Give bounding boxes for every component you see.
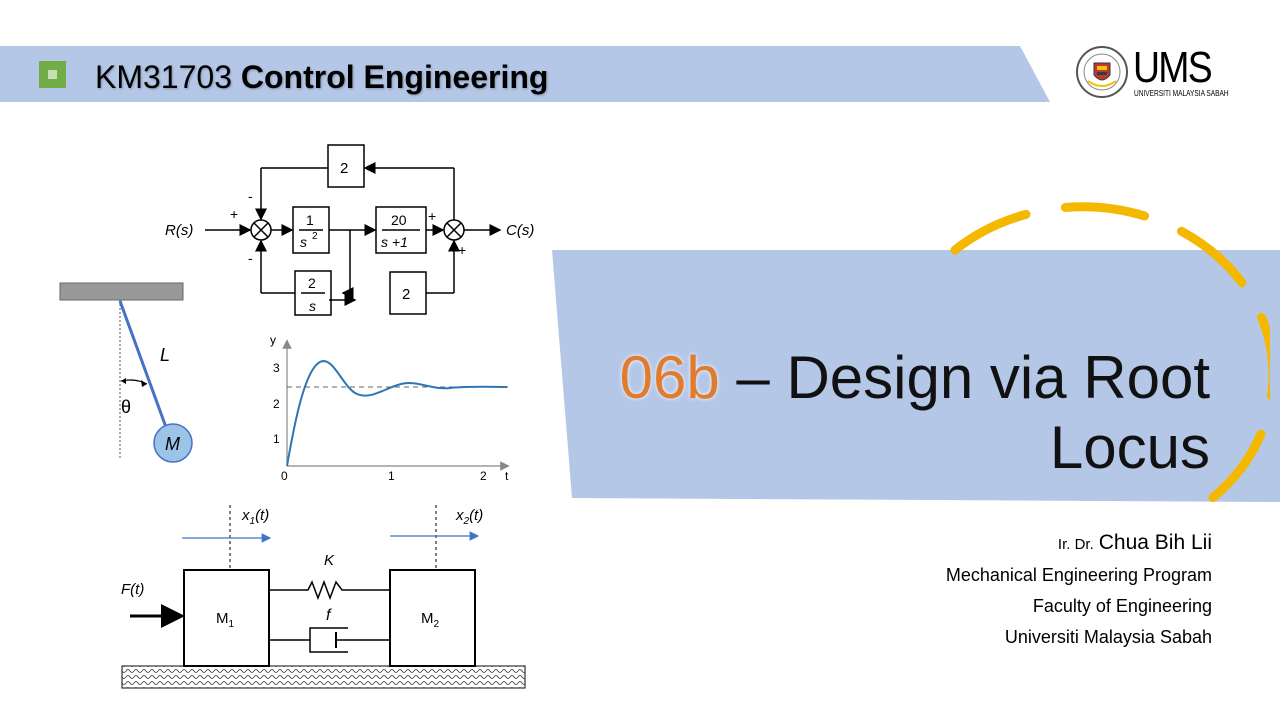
block3-numerator: 2 <box>308 275 316 291</box>
author-block: Ir. Dr. Chua Bih Lii Mechanical Engineer… <box>946 527 1212 653</box>
author-name: Chua Bih Lii <box>1098 531 1212 554</box>
block1-denominator: s <box>300 234 307 250</box>
top-gain-label: 2 <box>340 160 348 177</box>
output-label: C(s) <box>506 222 534 239</box>
sum2-plus-bottom-sign: + <box>458 242 466 258</box>
mass2-label: M2 <box>421 610 440 630</box>
decorative-arc <box>950 202 1270 505</box>
x1-label: x1(t) <box>241 507 269 527</box>
pendulum-diagram: L θ M <box>59 282 193 463</box>
plot-y-tick-3: 3 <box>273 361 280 375</box>
block2-denominator: s +1 <box>381 234 408 250</box>
title-band <box>552 250 1280 502</box>
title-line-1: Design via Root <box>786 344 1210 411</box>
plot-y-tick-1: 1 <box>273 432 280 446</box>
plot-y-tick-2: 2 <box>273 397 280 411</box>
lecture-number: 06b <box>619 344 720 411</box>
block1-numerator: 1 <box>306 212 314 228</box>
block-diagram: R(s) C(s) 2 1 s 2 20 s +1 2 s 2 + - - + … <box>165 144 534 316</box>
author-university: Universiti Malaysia Sabah <box>1004 627 1212 647</box>
block4-label: 2 <box>402 286 410 303</box>
block3-denominator: s <box>309 298 316 314</box>
sum1-minus-top-sign: - <box>248 188 253 204</box>
ums-seal-logo <box>1076 46 1128 98</box>
block2-numerator: 20 <box>391 212 407 228</box>
mass-spring-damper-diagram: F(t) x1(t) x2(t) K f M1 M2 <box>121 505 526 689</box>
plot-x-tick-1: 1 <box>388 469 395 483</box>
header-band <box>0 46 1050 102</box>
spring-label: K <box>324 552 335 569</box>
plot-x-axis-label: t <box>505 469 509 483</box>
sum1-plus-sign: + <box>230 206 238 222</box>
course-name: Control Engineering <box>240 59 549 95</box>
pendulum-length-label: L <box>160 345 170 365</box>
pendulum-mass-label: M <box>165 434 180 454</box>
author-program: Mechanical Engineering Program <box>945 565 1212 585</box>
ums-logo-subtext: UNIVERSITI MALAYSIA SABAH <box>1134 89 1229 98</box>
author-prefix: Ir. Dr. <box>1057 536 1094 553</box>
title-line-2: Locus <box>1049 414 1210 481</box>
block1-exponent: 2 <box>312 231 318 242</box>
bullet-square-icon <box>39 61 66 88</box>
input-label: R(s) <box>165 222 193 239</box>
step-response-plot: y t 1 2 3 0 1 2 <box>270 333 510 483</box>
plot-x-tick-0: 0 <box>281 469 288 483</box>
slide-title: 06b – Design via Root Locus <box>600 343 1210 483</box>
title-separator: – <box>736 344 770 411</box>
course-code: KM31703 <box>95 59 232 95</box>
x2-label: x2(t) <box>455 507 483 527</box>
damper-label: f <box>326 607 332 624</box>
ums-logo-text: UMS <box>1133 43 1213 92</box>
pendulum-angle-label: θ <box>121 397 131 417</box>
course-title: KM31703 Control Engineering <box>95 57 548 97</box>
plot-x-tick-2: 2 <box>480 469 487 483</box>
plot-y-axis-label: y <box>270 333 276 347</box>
sum1-minus-bottom-sign: - <box>248 250 253 266</box>
mass1-label: M1 <box>216 610 235 630</box>
force-label: F(t) <box>121 581 144 598</box>
sum2-plus-left-sign: + <box>428 208 436 224</box>
author-faculty: Faculty of Engineering <box>1032 596 1212 616</box>
